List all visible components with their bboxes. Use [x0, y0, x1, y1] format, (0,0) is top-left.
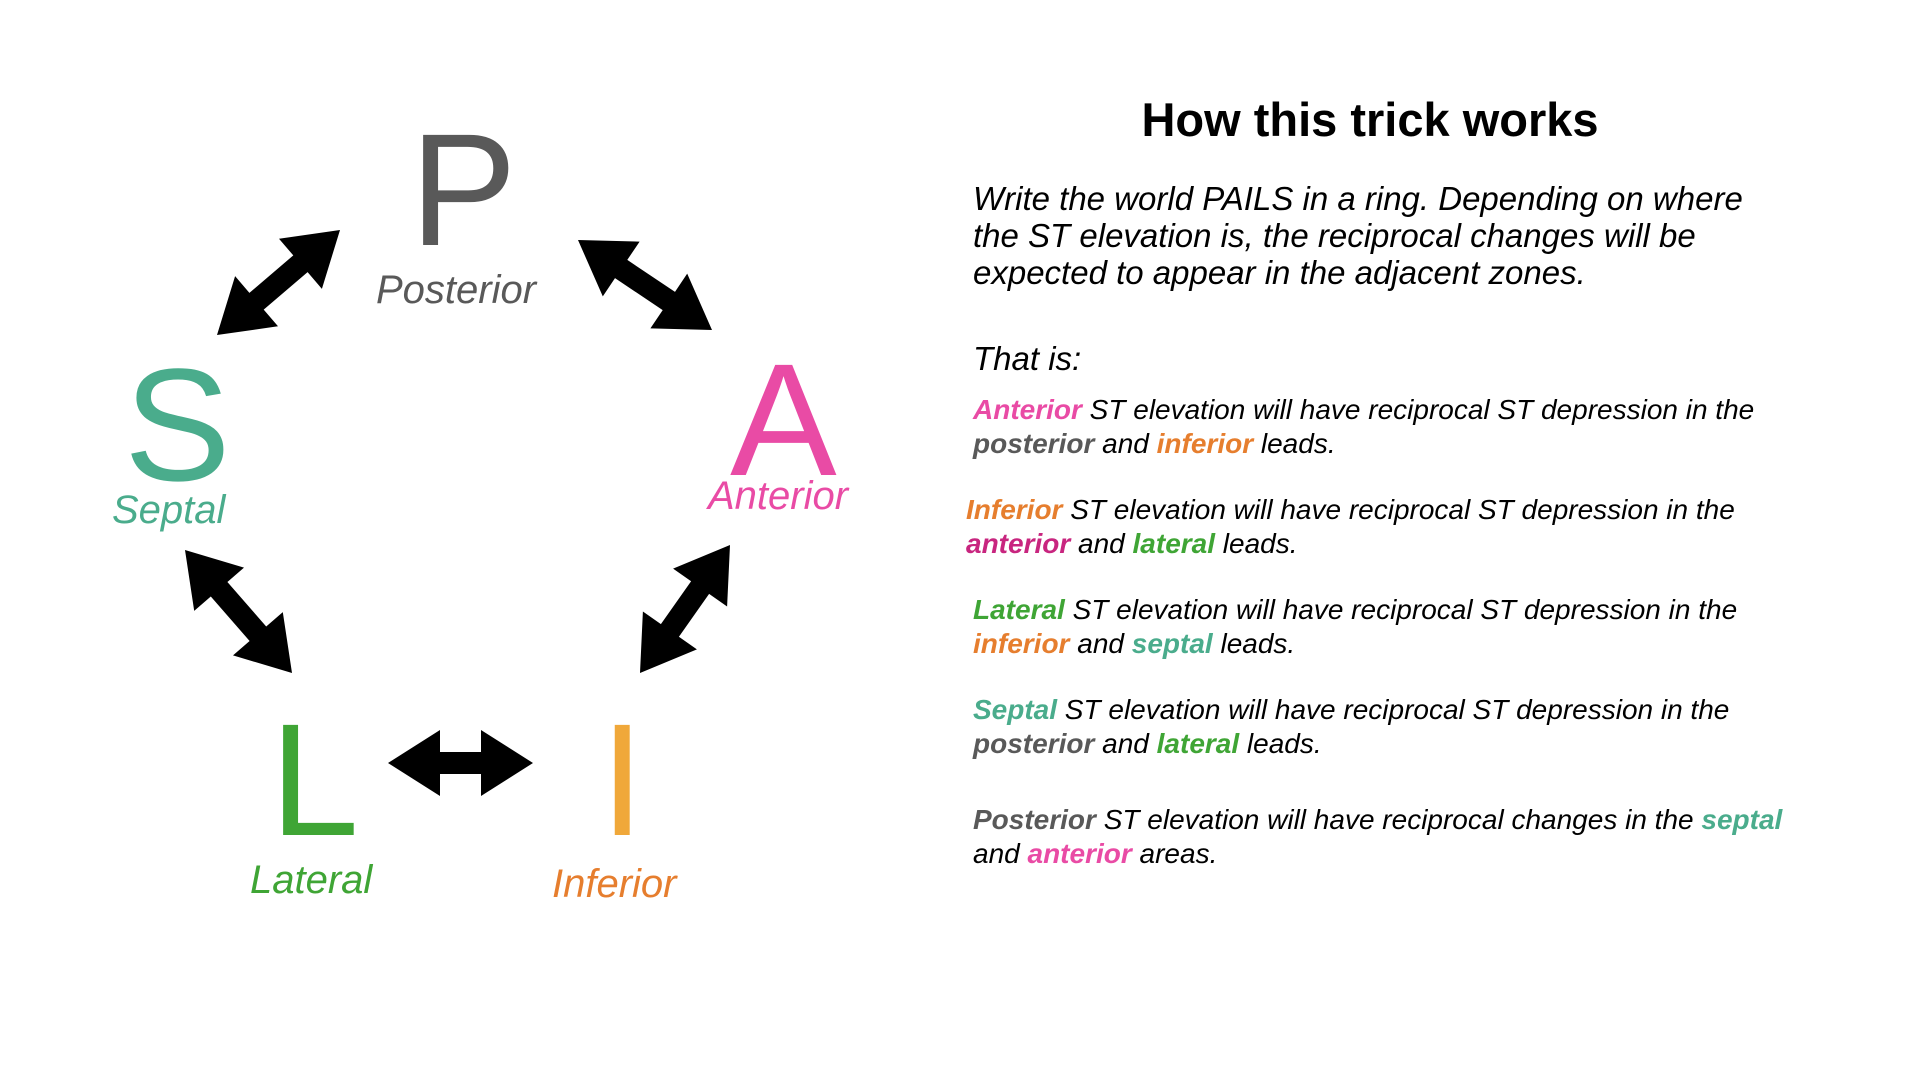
rule-text: ST elevation will have reciprocal change…: [1095, 804, 1702, 835]
label-septal: Septal: [112, 488, 226, 532]
rule-septal: Septal ST elevation will have reciprocal…: [973, 693, 1793, 761]
rule-text: leads.: [1212, 628, 1296, 659]
letter-i: I: [600, 690, 645, 869]
rule-text: leads.: [1239, 728, 1322, 759]
rule-text: ST elevation will have reciprocal ST dep…: [1081, 394, 1755, 425]
arrow-septal-posterior-icon: [217, 230, 340, 335]
rule-term: inferior: [973, 628, 1070, 659]
arrow-septal-lateral-icon: [185, 550, 292, 673]
rule-text: ST elevation will have reciprocal ST dep…: [1057, 694, 1730, 725]
rule-lead: Anterior: [973, 394, 1082, 425]
rule-anterior: Anterior ST elevation will have reciproc…: [973, 393, 1793, 461]
panel-title: How this trick works: [1141, 93, 1599, 146]
arrow-lateral-inferior-icon: [388, 730, 533, 796]
rule-term: lateral: [1132, 528, 1216, 559]
rule-text: leads.: [1253, 428, 1336, 459]
that-is-label: That is:: [973, 340, 1082, 377]
rule-text: and: [1094, 728, 1157, 759]
rule-text: and: [1069, 628, 1132, 659]
rule-term: inferior: [1156, 428, 1254, 459]
label-posterior: Posterior: [376, 268, 537, 312]
label-anterior: Anterior: [708, 474, 849, 518]
rule-lead: Septal: [973, 694, 1058, 725]
letter-l: L: [270, 690, 359, 869]
letter-s: S: [124, 335, 231, 514]
letter-p: P: [410, 100, 517, 279]
rule-term: septal: [1701, 804, 1783, 835]
rule-lead: Inferior: [966, 494, 1063, 525]
rule-term: lateral: [1156, 728, 1240, 759]
rule-text: and: [973, 838, 1028, 869]
rule-text: areas.: [1131, 838, 1218, 869]
rule-term: anterior: [1027, 838, 1132, 869]
intro-text: Write the world PAILS in a ring. Dependi…: [973, 180, 1743, 291]
arrow-posterior-anterior-icon: [578, 240, 712, 330]
rule-term: posterior: [973, 428, 1095, 459]
rule-text: ST elevation will have reciprocal ST dep…: [1062, 494, 1735, 525]
label-inferior: Inferior: [552, 862, 677, 906]
letter-a: A: [730, 330, 837, 509]
rule-text: and: [1070, 528, 1133, 559]
rule-lead: Lateral: [973, 594, 1065, 625]
rule-lateral: Lateral ST elevation will have reciproca…: [973, 593, 1793, 661]
rule-lead: Posterior: [973, 804, 1096, 835]
label-lateral: Lateral: [250, 858, 373, 902]
rule-text: ST elevation will have reciprocal ST dep…: [1064, 594, 1738, 625]
rule-posterior: Posterior ST elevation will have recipro…: [973, 803, 1793, 871]
arrow-anterior-inferior-icon: [640, 545, 730, 673]
rule-term: septal: [1131, 628, 1213, 659]
rule-text: and: [1094, 428, 1157, 459]
rule-inferior: Inferior ST elevation will have reciproc…: [966, 493, 1786, 561]
rule-term: posterior: [973, 728, 1095, 759]
rule-term: anterior: [966, 528, 1071, 559]
rule-text: leads.: [1215, 528, 1298, 559]
